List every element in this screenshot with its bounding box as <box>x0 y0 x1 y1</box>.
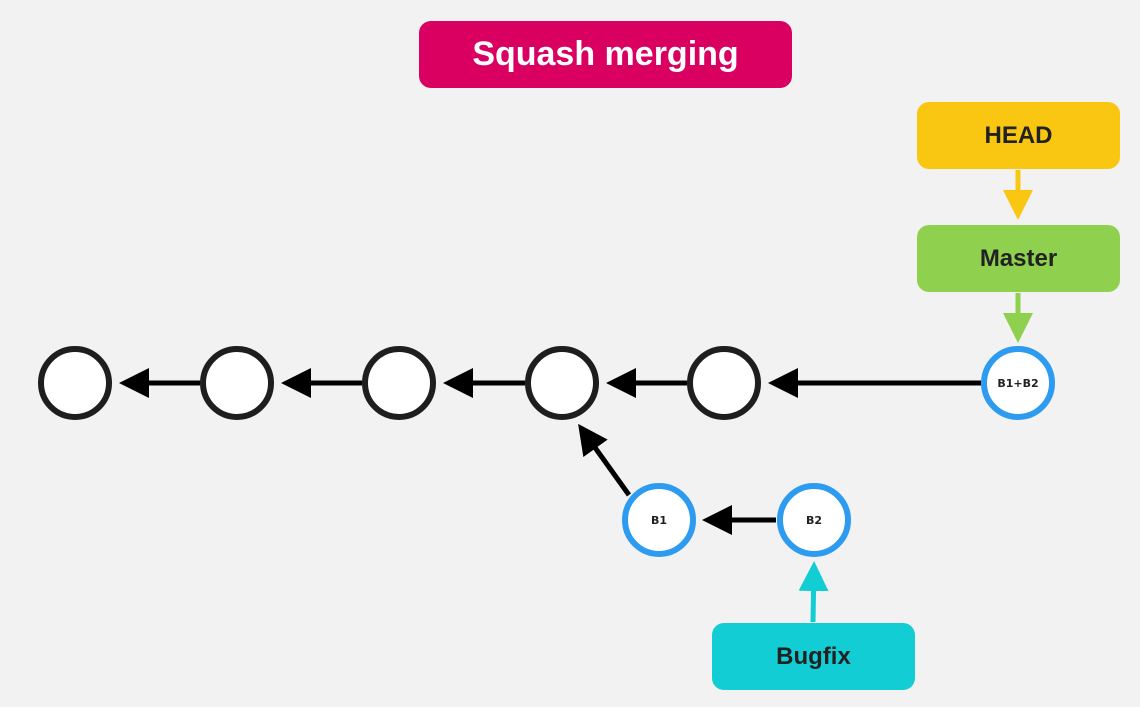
branch-commit-label-b2: B2 <box>806 514 822 527</box>
master-branch-label: Master <box>917 225 1120 292</box>
diagram-title: Squash merging <box>419 21 792 88</box>
bugfix-to-b2-arrow <box>798 561 829 623</box>
branch-commit-node-b1 <box>622 483 696 557</box>
commit-node <box>200 346 274 420</box>
commit-node <box>687 346 761 420</box>
head-ref-label: HEAD <box>917 102 1120 169</box>
commit-node <box>38 346 112 420</box>
squashed-commit-node <box>981 346 1055 420</box>
squashed-commit-label: B1+B2 <box>997 377 1038 390</box>
commit-node <box>362 346 436 420</box>
branch-commit-node-b2 <box>777 483 851 557</box>
bugfix-branch-label: Bugfix <box>712 623 915 690</box>
parent-arrow <box>578 423 632 497</box>
branch-commit-label-b1: B1 <box>651 514 667 527</box>
commit-node <box>525 346 599 420</box>
